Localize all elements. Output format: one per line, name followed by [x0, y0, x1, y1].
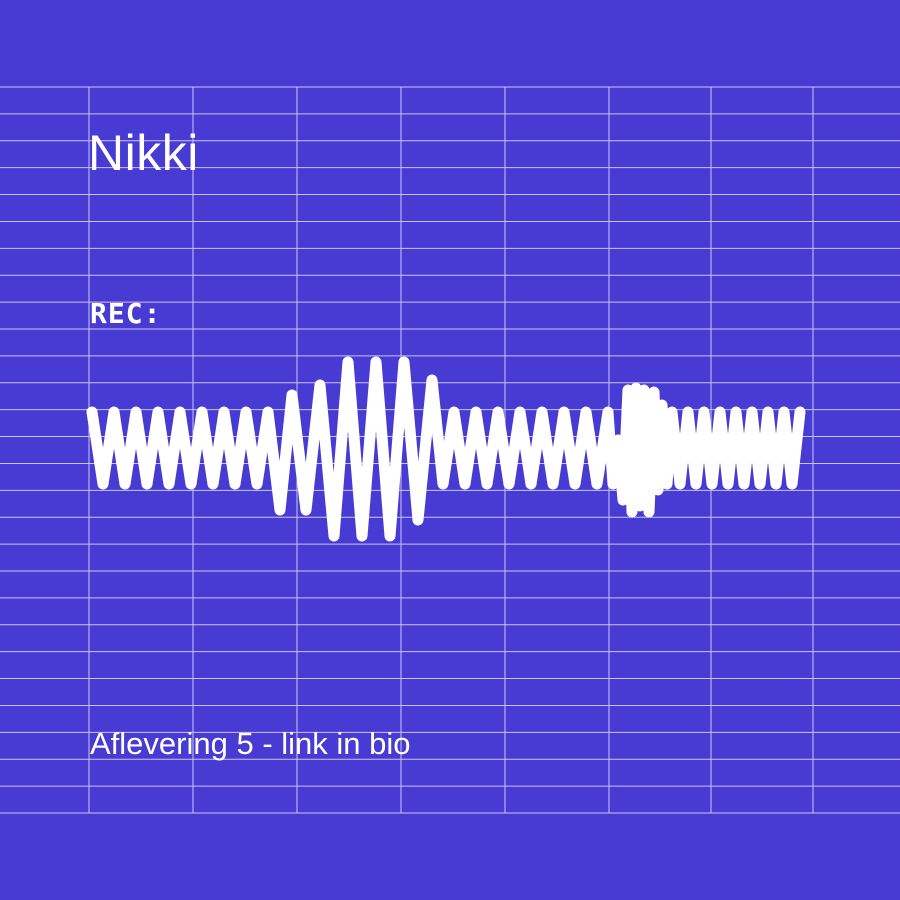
episode-title: Nikki — [88, 125, 199, 181]
episode-caption: Aflevering 5 - link in bio — [90, 726, 411, 761]
rec-label: REC: — [90, 297, 162, 330]
waveform-line — [86, 356, 806, 542]
